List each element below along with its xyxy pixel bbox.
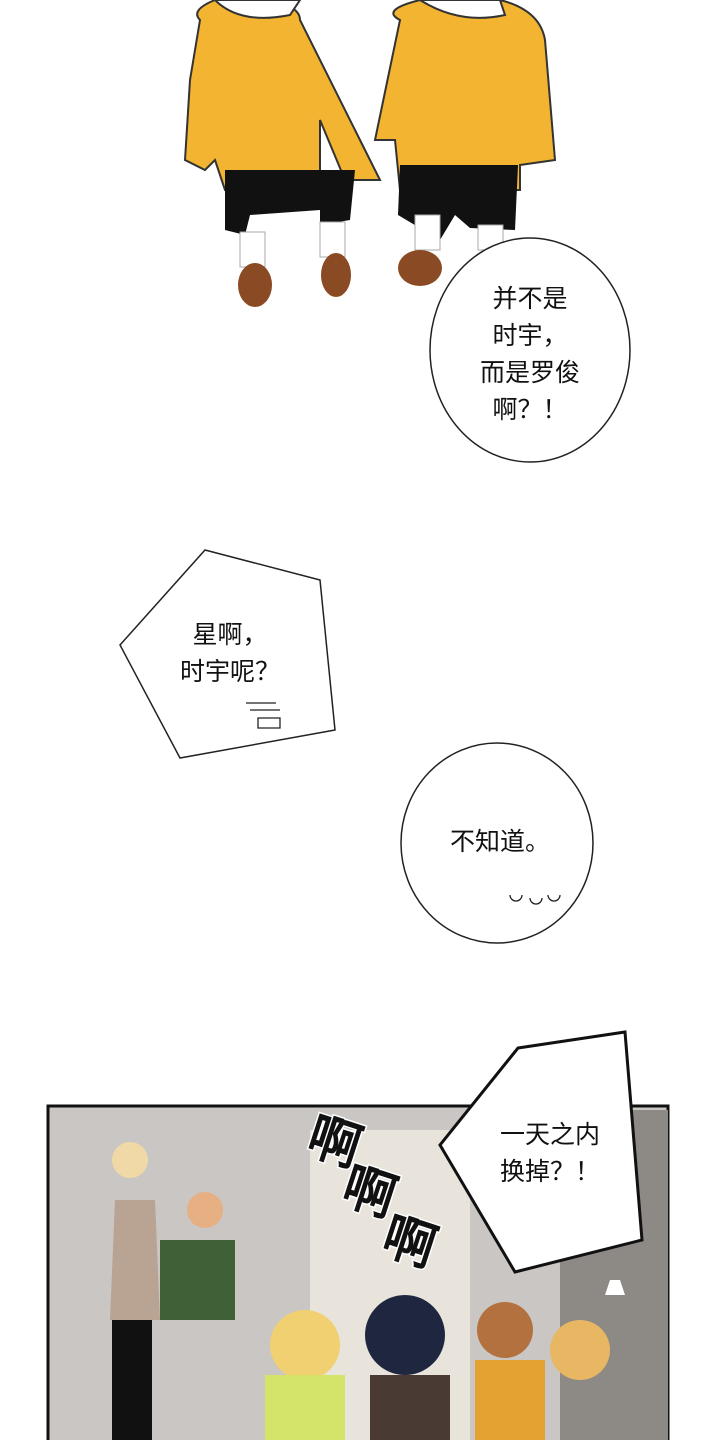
bottom-panel [46,1104,670,1440]
speech-bubble-4 [438,1030,644,1274]
dialogue-text-4: 一天之内 换掉？！ [499,1120,600,1186]
speech-bubble-1 [429,237,631,463]
dialogue-text-3: 不知道。 [449,827,550,856]
dialogue-text-1: 并不是 时宇， 而是罗俊 啊？！ [479,284,580,424]
twin-children-illustration [183,0,557,307]
speech-bubble-3 [400,742,594,944]
speech-bubble-2 [119,549,336,759]
dialogue-text-2: 星啊， 时宇呢？ [179,620,280,686]
